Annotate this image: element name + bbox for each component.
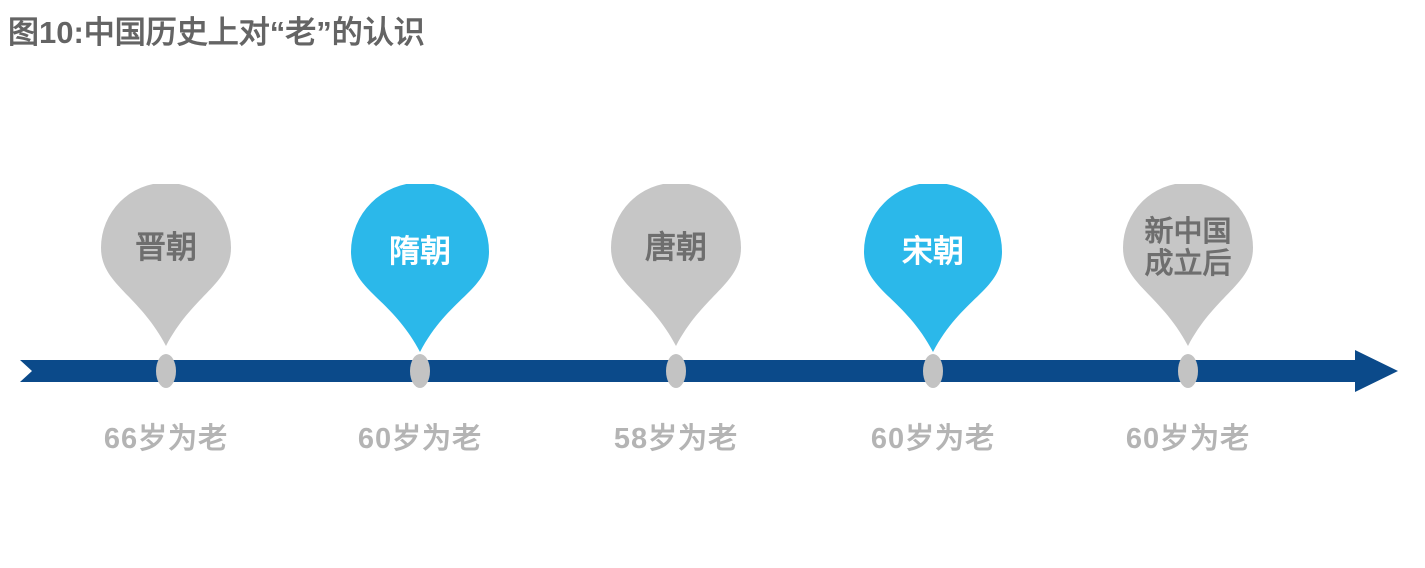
timeline-pin-song[interactable]: 宋朝 [864, 184, 1002, 352]
timeline-caption-sui: 60岁为老 [357, 423, 483, 455]
timeline-pin-sui[interactable]: 隋朝 [351, 184, 489, 352]
map-pin-icon [864, 184, 1002, 352]
timeline-node-marker-tang[interactable] [666, 354, 686, 388]
timeline-caption-jin: 66岁为老 [103, 423, 229, 455]
map-pin-icon [351, 184, 489, 352]
timeline-node-marker-song[interactable] [923, 354, 943, 388]
timeline-pin-jin[interactable]: 晋朝 [101, 184, 231, 346]
map-pin-icon [611, 184, 741, 346]
timeline-node-marker-jin[interactable] [156, 354, 176, 388]
timeline-node-marker-new-china[interactable] [1178, 354, 1198, 388]
timeline-node-marker-sui[interactable] [410, 354, 430, 388]
page-title: 图10:中国历史上对“老”的认识 [8, 15, 425, 50]
timeline-caption-new-china: 60岁为老 [1125, 423, 1251, 455]
map-pin-icon [1123, 184, 1253, 346]
timeline-axis [0, 340, 1425, 402]
map-pin-icon [101, 184, 231, 346]
timeline-arrow-shape [20, 350, 1398, 392]
timeline-pin-new-china[interactable]: 新中国成立后 [1123, 184, 1253, 346]
timeline-pin-tang[interactable]: 唐朝 [611, 184, 741, 346]
timeline-caption-tang: 58岁为老 [613, 423, 739, 455]
timeline-caption-song: 60岁为老 [870, 423, 996, 455]
